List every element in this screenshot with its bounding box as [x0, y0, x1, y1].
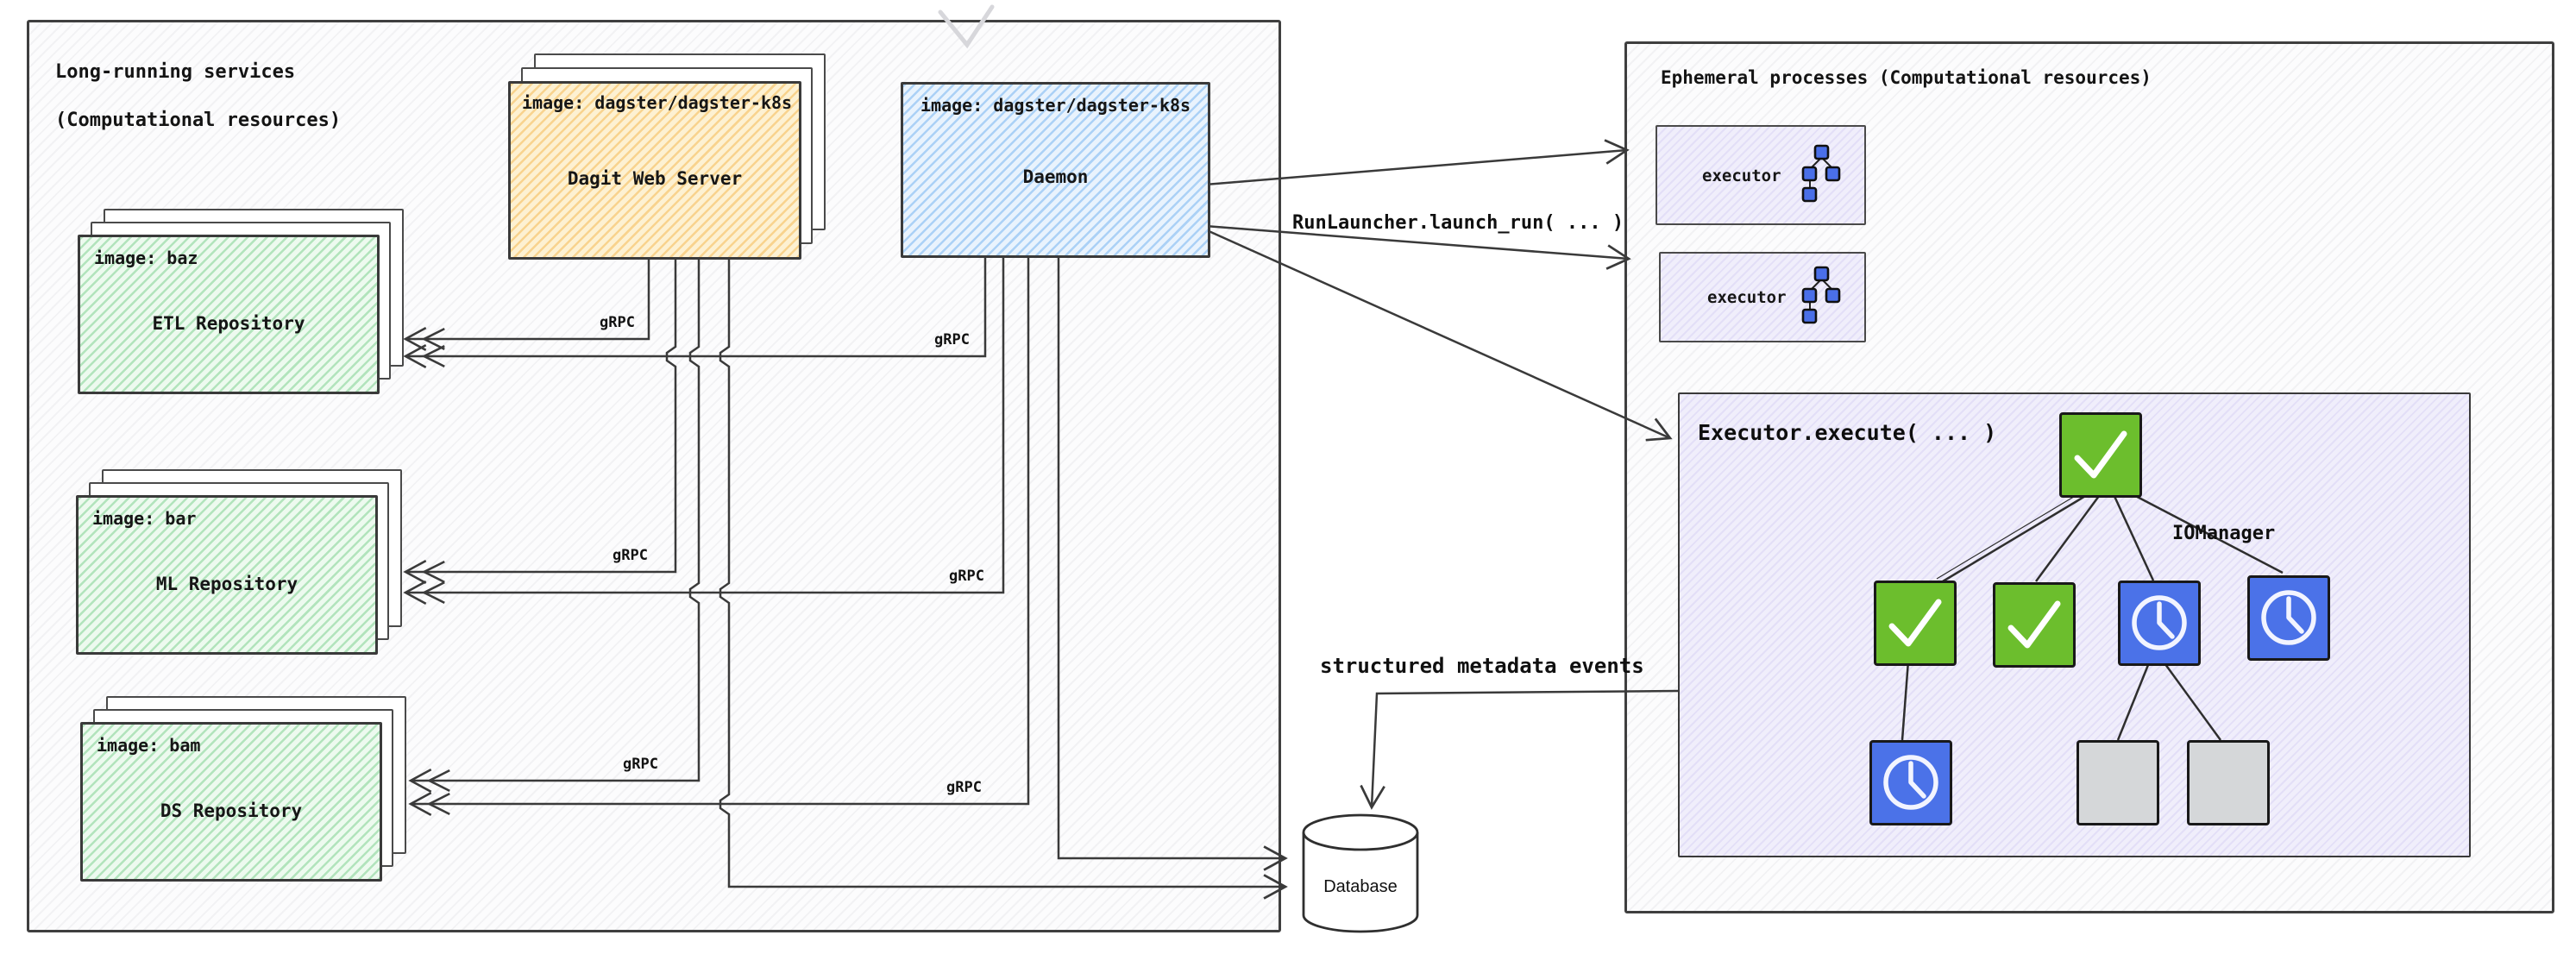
executor-2-label: executor [1707, 288, 1787, 307]
iomanager-label: IOManager [2172, 523, 2276, 544]
wire-daemon-executor2 [1204, 224, 1631, 270]
check-icon [2074, 430, 2127, 479]
etl-image-label: image: baz [94, 248, 198, 268]
dagit-web-server-box: image: dagster/dagster-k8s Dagit Web Ser… [508, 81, 801, 260]
wire-daemon-ds [408, 253, 1030, 817]
wire-daemon-executor1 [1204, 139, 1630, 186]
left-panel-title: Long-running services (Computational res… [55, 36, 341, 133]
dagit-image-label: image: dagster/dagster-k8s [522, 92, 793, 113]
wire-daemon-ml [403, 253, 1005, 606]
wire-metadata-events [1360, 689, 1679, 810]
clock-icon [2261, 590, 2316, 645]
executor-box-1: executor [1656, 125, 1866, 225]
metadata-events-label: structured metadata events [1320, 654, 1644, 678]
op-node-pending-2 [2247, 575, 2330, 661]
ml-image-label: image: bar [92, 508, 197, 529]
edge-root-n1b [1936, 489, 2086, 580]
edge-n3-gray1 [2116, 660, 2152, 741]
executor-box-2: executor [1659, 252, 1866, 342]
wire-dagit-ml [403, 254, 677, 585]
dagit-title: Dagit Web Server [567, 168, 743, 189]
decorative-v-icon [938, 4, 995, 49]
op-node-waiting-1 [2077, 740, 2159, 825]
op-node-pending-1 [2118, 581, 2201, 666]
wire-daemon-executor3 [1206, 229, 1673, 442]
op-node-success-1 [1874, 581, 1957, 666]
dag-icon [1801, 266, 1841, 324]
empty-step-icon [2079, 743, 2157, 823]
dag-icon [1801, 144, 1841, 203]
wire-dagit-etl [403, 254, 650, 352]
ds-title: DS Repository [160, 800, 303, 821]
op-node-success-2 [1993, 582, 2076, 668]
wire-daemon-etl [403, 253, 987, 369]
left-panel-title-line1: Long-running services [55, 61, 296, 83]
wire-dagit-ds [408, 254, 701, 794]
check-icon [1888, 599, 1942, 647]
op-node-waiting-2 [2187, 740, 2270, 825]
ds-repository-box: image: bam DS Repository [80, 722, 382, 882]
clock-icon [2132, 595, 2187, 650]
edge-root-n2 [2034, 492, 2103, 582]
edge-n1-clock [1901, 660, 1910, 741]
executor-execute-title: Executor.execute( ... ) [1698, 420, 1997, 445]
empty-step-icon [2190, 743, 2267, 823]
grpc-label-daemon-etl: gRPC [934, 331, 970, 348]
edge-root-iomanager [2125, 489, 2284, 574]
grpc-label-daemon-ds: gRPC [946, 779, 982, 796]
right-panel-title: Ephemeral processes (Computational resou… [1661, 67, 2152, 88]
check-icon [2007, 600, 2061, 649]
daemon-title: Daemon [1022, 166, 1089, 187]
etl-repository-box: image: baz ETL Repository [78, 235, 380, 394]
ml-title: ML Repository [155, 574, 298, 594]
daemon-box: image: dagster/dagster-k8s Daemon [901, 82, 1210, 258]
daemon-image-label: image: dagster/dagster-k8s [920, 95, 1191, 116]
op-node-success-root [2059, 412, 2142, 498]
grpc-label-dagit-etl: gRPC [600, 314, 635, 331]
run-launcher-label: RunLauncher.launch_run( ... ) [1292, 212, 1624, 234]
ds-image-label: image: bam [97, 735, 201, 756]
executor-1-label: executor [1702, 166, 1781, 185]
database-cylinder-icon [1302, 813, 1419, 933]
edge-n3-gray2 [2161, 660, 2222, 741]
etl-title: ETL Repository [152, 313, 305, 334]
edge-root-n3 [2111, 492, 2155, 581]
grpc-label-dagit-ml: gRPC [613, 547, 648, 564]
wire-daemon-db [1057, 253, 1288, 871]
grpc-label-dagit-ds: gRPC [623, 756, 658, 773]
left-panel-title-line2: (Computational resources) [55, 110, 342, 131]
edge-root-n1 [1942, 491, 2092, 583]
clock-icon [1883, 755, 1938, 810]
ml-repository-box: image: bar ML Repository [76, 495, 378, 655]
database-label: Database [1323, 877, 1398, 896]
grpc-label-daemon-ml: gRPC [949, 568, 984, 585]
op-node-pending-3 [1869, 740, 1952, 825]
